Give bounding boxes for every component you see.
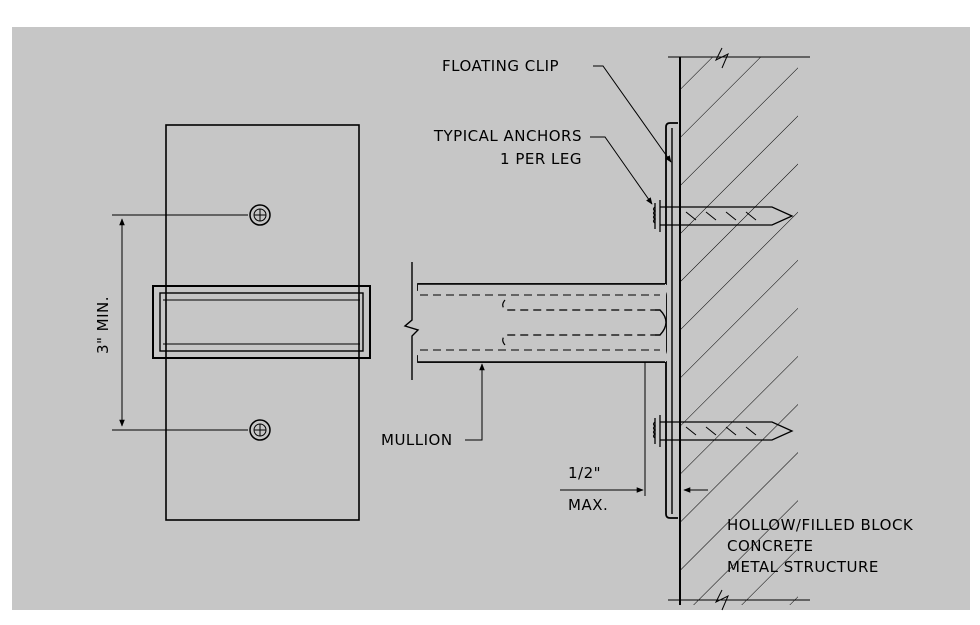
- clip-plate: [165, 124, 360, 521]
- anchor-top-icon: [652, 200, 794, 232]
- mullion-break-line: [403, 262, 420, 380]
- substrate-label-line3: METAL STRUCTURE: [727, 558, 879, 576]
- typical-anchors-sublabel: 1 PER LEG: [500, 150, 582, 168]
- dim-3in-min-label: 3" MIN.: [94, 296, 112, 354]
- section-view: 1/2" MAX.: [403, 47, 810, 611]
- mullion-cavity: [502, 299, 655, 346]
- substrate-label-line2: CONCRETE: [727, 537, 814, 555]
- dim-max-value: 1/2": [568, 464, 601, 482]
- callouts: FLOATING CLIP TYPICAL ANCHORS 1 PER LEG …: [381, 57, 914, 576]
- front-elevation-view: 3" MIN.: [94, 124, 371, 521]
- clip-tongue: [655, 309, 667, 336]
- break-mark-top: [714, 47, 729, 69]
- typical-anchors-label: TYPICAL ANCHORS: [433, 127, 582, 145]
- typical-anchors-leader: [590, 136, 653, 205]
- anchor-head-bottom-icon: [249, 419, 271, 441]
- floating-clip-leader: [593, 65, 672, 163]
- anchor-head-top-icon: [249, 204, 271, 226]
- mullion-inner: [159, 292, 364, 352]
- mullion-outer: [152, 285, 371, 359]
- substrate-wall: [680, 57, 798, 605]
- mullion-label: MULLION: [381, 431, 453, 449]
- floating-clip-label: FLOATING CLIP: [442, 57, 559, 75]
- dim-max-suffix: MAX.: [568, 496, 608, 514]
- substrate-label-line1: HOLLOW/FILLED BLOCK: [727, 516, 914, 534]
- break-mark-bottom: [714, 589, 729, 611]
- anchor-bottom-icon: [652, 415, 794, 447]
- mullion-section: [418, 284, 666, 362]
- mullion-leader: [465, 363, 485, 441]
